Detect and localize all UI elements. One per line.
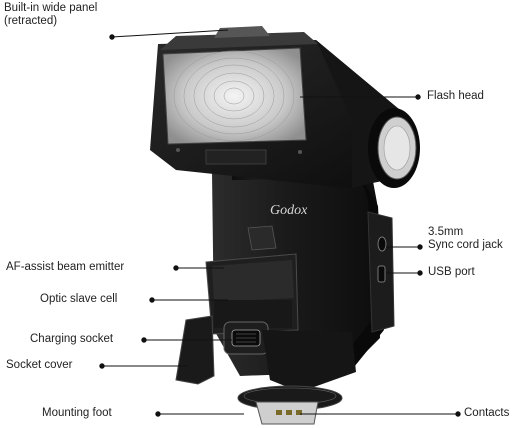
label-wide-panel-line1: Built-in wide panel [4, 2, 98, 14]
mounting-foot [237, 330, 356, 425]
label-optic-slave: Optic slave cell [40, 293, 118, 305]
flash-head [150, 26, 420, 188]
label-flash-head: Flash head [427, 90, 484, 102]
fresnel-panel [162, 47, 307, 145]
label-wide-panel: Built-in wide panel (retracted) [4, 2, 97, 28]
label-charging-socket: Charging socket [30, 333, 114, 345]
label-socket-cover: Socket cover [6, 359, 73, 371]
label-mounting-foot: Mounting foot [42, 407, 112, 419]
label-sync-jack-line2: Sync cord jack [428, 239, 503, 251]
contact-pin [276, 410, 282, 415]
label-usb-port: USB port [428, 266, 475, 278]
leader-lines [99, 29, 461, 417]
usb-port [377, 265, 386, 283]
side-ports [377, 236, 387, 283]
wide-panel-tab [214, 26, 270, 38]
af-assist-panel [205, 225, 299, 335]
label-sync-jack: 3.5mm Sync cord jack [428, 226, 503, 252]
charging-socket-area [175, 315, 269, 385]
sync-cord-jack [377, 236, 387, 252]
label-sync-jack-line1: 3.5mm [428, 226, 464, 238]
label-af-assist: AF-assist beam emitter [6, 261, 125, 273]
brand-logo: Godox [270, 203, 308, 218]
contact-pin [296, 410, 302, 415]
socket-cover [175, 315, 215, 385]
contact-pin [286, 410, 292, 415]
label-contacts: Contacts [464, 407, 510, 419]
label-wide-panel-line2: (retracted) [4, 15, 58, 27]
